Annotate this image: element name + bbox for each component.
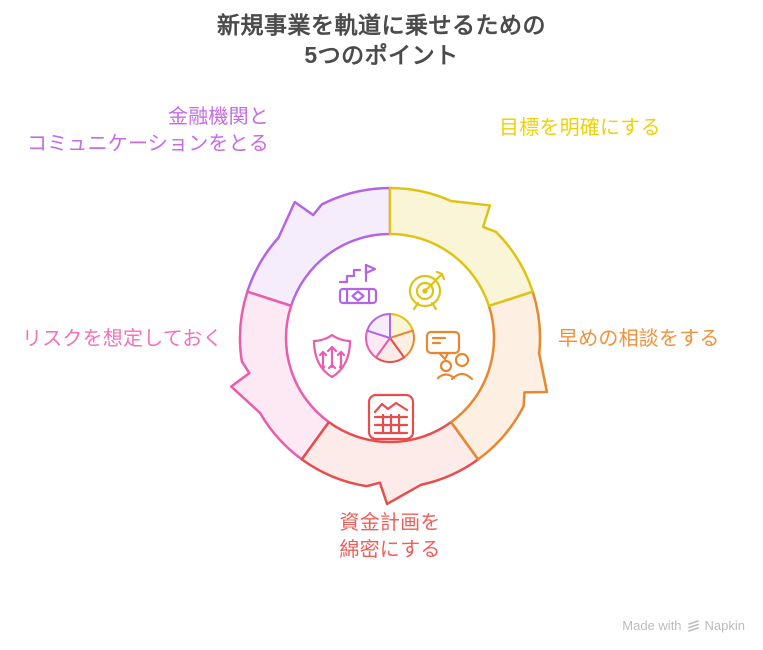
watermark: Made with Napkin [622, 618, 745, 633]
diagram-title: 新規事業を軌道に乗せるための 5つのポイント [0, 10, 763, 70]
label-line: 早めの相談をする [558, 328, 720, 350]
segment-clarify-goals [388, 186, 534, 308]
segment-detailed-funding-plan [300, 420, 480, 506]
cycle-diagram [215, 163, 565, 513]
pie-slice-communicate-with-financial-institutions [366, 313, 391, 339]
handshake-flag-icon [338, 263, 378, 305]
segment-early-consultation [449, 290, 549, 461]
label-line: 金融機関と [168, 106, 269, 128]
watermark-prefix: Made with [622, 618, 682, 633]
label-line: コミュニケーションをとる [27, 133, 269, 155]
diagram-title-line2: 5つのポイント [304, 42, 459, 68]
label-detailed-funding-plan: 資金計画を 綿密にする [339, 510, 440, 564]
spreadsheet-chart-icon [367, 393, 415, 441]
label-line: 資金計画を [339, 512, 441, 534]
cycle-diagram-svg [230, 186, 549, 506]
consultation-icon [425, 330, 474, 381]
shield-arrows-icon [312, 333, 352, 379]
target-icon [408, 270, 446, 311]
diagram-title-line1: 新規事業を軌道に乗せるための [217, 12, 546, 38]
label-line: 目標を明確にする [499, 117, 661, 139]
label-early-consultation: 早めの相談をする [558, 326, 720, 353]
label-line: 綿密にする [339, 539, 441, 561]
napkin-logo-icon [687, 619, 699, 632]
label-communicate-financial-institutions: 金融機関と コミュニケーションをとる [27, 104, 269, 158]
label-clarify-goals: 目標を明確にする [499, 115, 661, 142]
segment-anticipate-risks [230, 290, 331, 461]
watermark-brand: Napkin [704, 618, 745, 633]
label-line: リスクを想定しておく [22, 328, 223, 350]
label-anticipate-risks: リスクを想定しておく [22, 326, 223, 353]
pie-chart-icon [364, 313, 416, 364]
